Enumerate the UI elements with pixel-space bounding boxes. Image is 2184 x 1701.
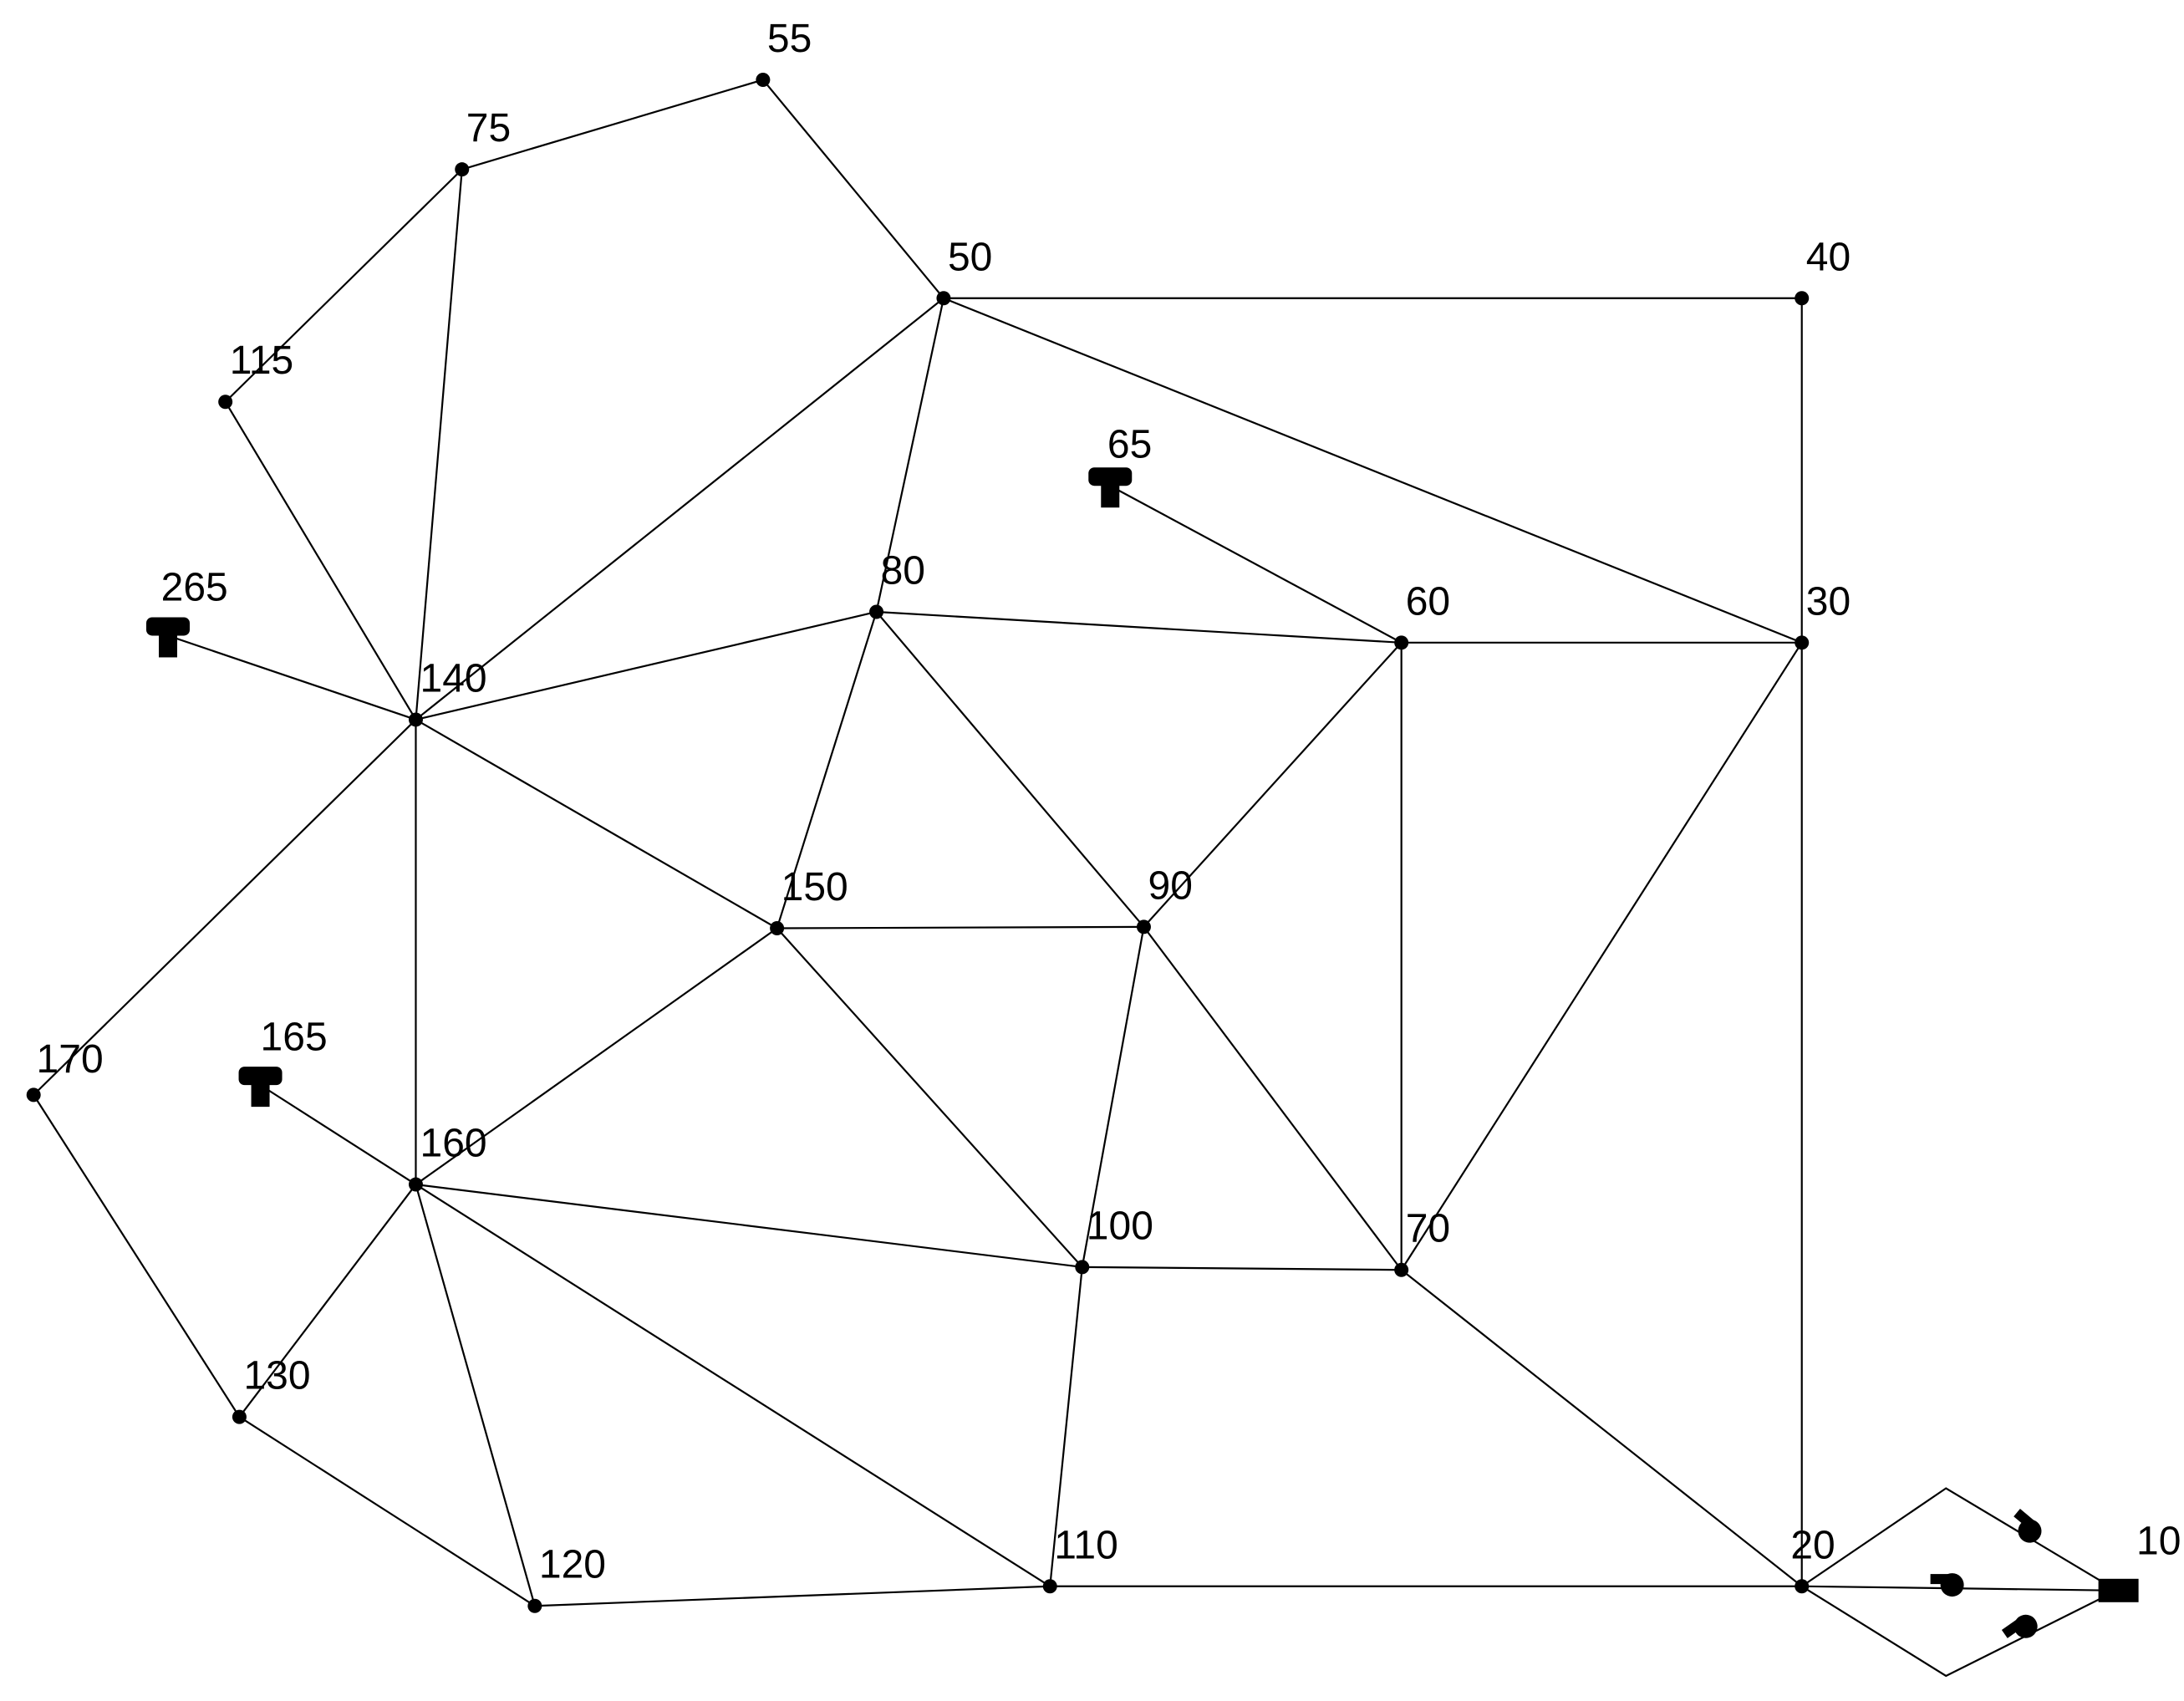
tank-stem [1101, 484, 1120, 508]
tank-top [1088, 467, 1133, 486]
junction-60 [1394, 635, 1409, 650]
pump-body [2013, 1614, 2038, 1638]
node-label-170: 170 [37, 1037, 104, 1082]
pump-icon [2001, 1614, 2038, 1638]
pipe-130-120 [238, 1416, 536, 1607]
junction-50 [936, 291, 951, 306]
pipe-55-50 [762, 79, 944, 299]
pump-body [2018, 1519, 2042, 1543]
pipe-100-110 [1049, 1266, 1083, 1586]
node-label-160: 160 [420, 1122, 487, 1166]
pipe-140-150 [415, 718, 778, 929]
pipe-100-70 [1082, 1266, 1402, 1271]
pipe-50-80 [875, 298, 945, 613]
junction-80 [869, 604, 884, 619]
pipe-70-20 [1400, 1269, 1803, 1587]
tank-stem [251, 1083, 270, 1108]
junction-75 [455, 162, 470, 177]
pipe-75-115 [224, 168, 463, 403]
pipe-30-70 [1400, 642, 1803, 1271]
pipe-160-100 [415, 1183, 1082, 1268]
pump-link-bottom [1801, 1585, 2118, 1678]
junction-20 [1795, 1579, 1810, 1594]
node-label-10: 10 [2136, 1519, 2181, 1563]
node-label-120: 120 [539, 1543, 606, 1587]
pump-icon [1930, 1573, 1964, 1597]
node-label-80: 80 [881, 548, 925, 593]
node-label-130: 130 [243, 1354, 310, 1398]
node-label-70: 70 [1406, 1207, 1450, 1251]
node-label-115: 115 [230, 339, 294, 383]
pipe-150-160 [415, 927, 778, 1185]
pipe-90-70 [1143, 926, 1403, 1271]
pipe-160-130 [238, 1184, 417, 1418]
node-label-55: 55 [767, 17, 812, 61]
tank-icon-65 [1088, 467, 1133, 508]
pipe-80-150 [776, 611, 878, 929]
tank-icon-165 [238, 1067, 283, 1108]
pipe-75-140 [415, 169, 463, 721]
pipe-150-90 [776, 925, 1144, 929]
pipe-90-100 [1081, 926, 1145, 1268]
pipe-160-110 [415, 1184, 1051, 1587]
node-label-30: 30 [1806, 579, 1851, 624]
pipe-80-60 [876, 610, 1402, 644]
pump-body [1940, 1573, 1964, 1597]
node-label-90: 90 [1148, 863, 1193, 908]
pipe-50-30 [943, 297, 1803, 644]
tank-top [238, 1067, 283, 1086]
node-label-110: 110 [1054, 1523, 1118, 1567]
junction-30 [1795, 635, 1810, 650]
pipe-140-170 [33, 719, 417, 1096]
junction-170 [26, 1087, 41, 1103]
junction-160 [408, 1177, 423, 1192]
junction-40 [1795, 291, 1810, 306]
node-label-20: 20 [1790, 1523, 1835, 1567]
junction-115 [218, 395, 233, 410]
pipe-140-80 [415, 610, 877, 721]
pump-link-top [1801, 1487, 2118, 1592]
pipe-115-140 [224, 401, 417, 721]
pipe-265-140 [167, 634, 416, 721]
node-label-140: 140 [420, 656, 487, 700]
node-label-100: 100 [1087, 1204, 1153, 1248]
pipe-165-160 [259, 1084, 417, 1185]
pipe-160-120 [415, 1184, 536, 1607]
nodes-layer [26, 72, 2139, 1613]
node-label-165: 165 [261, 1015, 328, 1059]
node-label-60: 60 [1406, 579, 1450, 624]
junction-100 [1075, 1260, 1090, 1275]
node-label-40: 40 [1806, 235, 1851, 279]
node-label-75: 75 [466, 106, 511, 150]
node-label-65: 65 [1107, 423, 1152, 467]
tank-stem [159, 634, 177, 658]
pipe-170-130 [33, 1094, 241, 1418]
junction-150 [770, 921, 785, 936]
tank-top [146, 617, 190, 636]
pipe-150-100 [776, 927, 1083, 1268]
node-label-50: 50 [948, 235, 992, 279]
junction-55 [756, 72, 771, 87]
pipe-120-110 [534, 1585, 1051, 1607]
pumps-layer [1930, 1509, 2042, 1638]
junction-110 [1042, 1579, 1057, 1594]
pipe-60-90 [1143, 642, 1403, 928]
junction-140 [408, 712, 423, 727]
pipe-80-90 [875, 611, 1145, 928]
tank-icon-265 [146, 617, 190, 658]
pipes-layer [33, 79, 2118, 1678]
junction-120 [527, 1598, 542, 1613]
node-label-150: 150 [781, 865, 848, 909]
junction-90 [1136, 919, 1151, 935]
pump-icon [2013, 1509, 2042, 1543]
reservoir-icon-10 [2098, 1578, 2139, 1602]
pipe-55-75 [461, 79, 764, 171]
pipe-50-140 [415, 297, 944, 721]
junction-70 [1394, 1262, 1409, 1277]
pipe-65-60 [1109, 485, 1403, 644]
node-label-265: 265 [161, 566, 228, 610]
junction-130 [232, 1409, 247, 1424]
labels-layer: 10 20 30 40 50 55 60 65 70 75 80 90 100 110 115 120 130 1… [37, 17, 2181, 1587]
